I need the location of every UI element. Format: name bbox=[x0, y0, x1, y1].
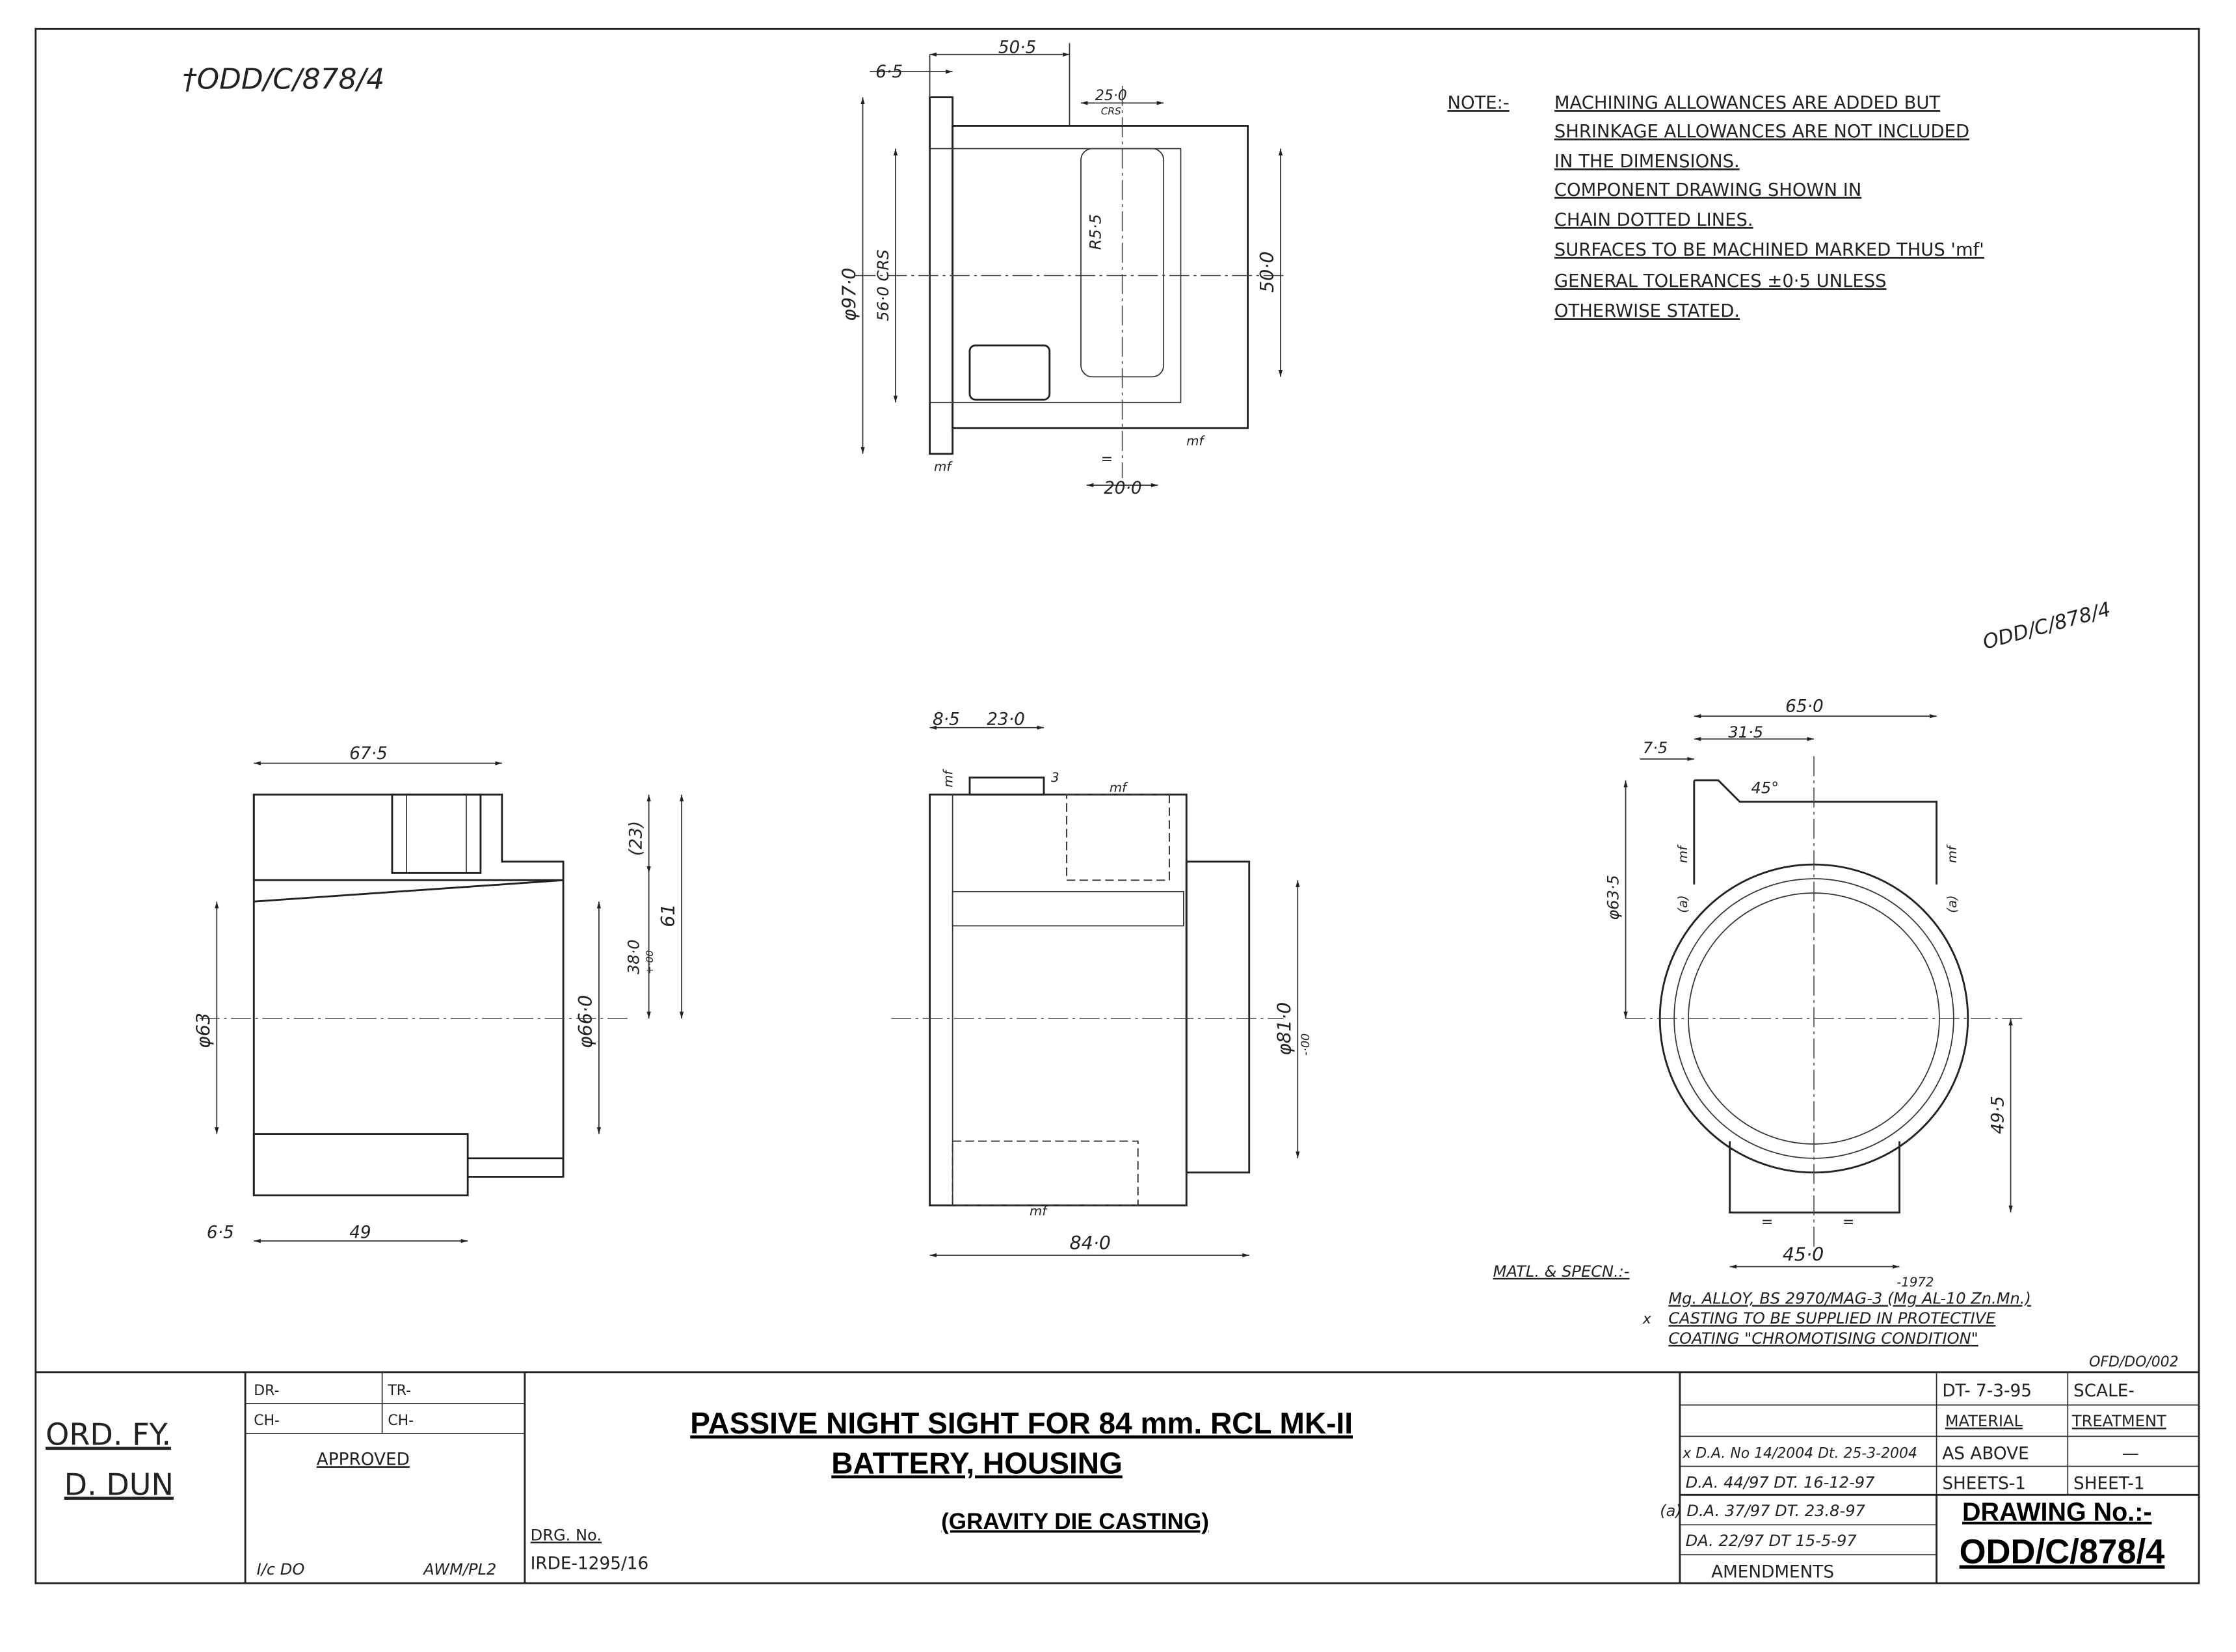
note-line: OTHERWISE STATED. bbox=[1554, 301, 1740, 321]
note-line: MACHINING ALLOWANCES ARE ADDED BUT bbox=[1554, 93, 1940, 113]
dim-6-5: 6·5 bbox=[875, 62, 903, 82]
mf-mark: mf bbox=[941, 769, 956, 788]
material-value: AS ABOVE bbox=[1942, 1445, 2029, 1464]
signature-right: AWM/PL2 bbox=[422, 1560, 496, 1579]
material-ref: OFD/DO/002 bbox=[2089, 1354, 2178, 1370]
material-label: MATL. & SPECN.:- bbox=[1493, 1262, 1630, 1281]
dim-dia-97: φ97·0 bbox=[839, 268, 860, 321]
top-view: 6·5 50·5 25·0 CRS R5·5 φ97·0 56·0 CRS 50… bbox=[839, 38, 1284, 498]
org-name: ORD. FY. bbox=[46, 1417, 171, 1452]
dim-r5-5: R5·5 bbox=[1087, 214, 1105, 250]
note-line: IN THE DIMENSIONS. bbox=[1554, 152, 1740, 172]
material-spec: MATL. & SPECN.:- -1972 Mg. ALLOY, BS 297… bbox=[1493, 1262, 2179, 1370]
amendment-row: DA. 22/97 DT 15-5-97 bbox=[1686, 1532, 1857, 1550]
dim-38-0: 38·0 bbox=[624, 939, 643, 974]
dim-38-tol: +·00 bbox=[644, 950, 656, 974]
dim-23: (23) bbox=[627, 821, 646, 856]
drawing-subtitle: BATTERY, HOUSING bbox=[831, 1446, 1123, 1480]
sheets-count: SHEETS-1 bbox=[1942, 1474, 2026, 1494]
title-block: ORD. FY. D. DUN DR- TR- CH- CH- APPROVED… bbox=[35, 1371, 2199, 1584]
drawing-no-label: DRAWING No.:- bbox=[1962, 1498, 2151, 1526]
dim-3: 3 bbox=[1051, 770, 1059, 785]
dim-84-0: 84·0 bbox=[1069, 1232, 1110, 1254]
note-line: COMPONENT DRAWING SHOWN IN bbox=[1554, 180, 1861, 200]
drg-no-value: IRDE-1295/16 bbox=[531, 1554, 649, 1573]
dim-20-0: 20·0 bbox=[1104, 479, 1142, 498]
checked-by: CH- bbox=[254, 1413, 280, 1429]
mf-mark: mf bbox=[1110, 780, 1128, 795]
drawing-process: (GRAVITY DIE CASTING) bbox=[941, 1509, 1209, 1534]
notes-block: NOTE:- MACHINING ALLOWANCES ARE ADDED BU… bbox=[1447, 93, 1984, 321]
sheet-number: SHEET-1 bbox=[2073, 1474, 2145, 1494]
amendment-row: x D.A. No 14/2004 Dt. 25-3-2004 bbox=[1682, 1445, 1917, 1461]
dim-8-5: 8·5 bbox=[933, 710, 960, 729]
treatment-value: — bbox=[2122, 1445, 2139, 1464]
scale-label: SCALE- bbox=[2073, 1381, 2135, 1401]
amendment-row: (a) D.A. 37/97 DT. 23.8-97 bbox=[1660, 1502, 1865, 1520]
drawing-ref-rotated: ODD/C/878/4 bbox=[1980, 598, 2113, 654]
front-view: 8·5 23·0 3 φ81·0 -·00 84·0 mf mf mf bbox=[891, 710, 1312, 1258]
drawing-title: PASSIVE NIGHT SIGHT FOR 84 mm. RCL MK-II bbox=[690, 1406, 1353, 1440]
dim-6-5: 6·5 bbox=[207, 1223, 234, 1243]
notes-label: NOTE:- bbox=[1447, 93, 1509, 113]
checked-by: CH- bbox=[388, 1413, 414, 1429]
dim-56-crs: 56·0 CRS bbox=[874, 250, 892, 321]
dim-31-5: 31·5 bbox=[1728, 723, 1763, 741]
amendment-row: D.A. 44/97 DT. 16-12-97 bbox=[1686, 1473, 1875, 1491]
dim-dia-63-5: φ63·5 bbox=[1604, 875, 1623, 920]
material-line1: Mg. ALLOY, BS 2970/MAG-3 (Mg AL-10 Zn.Mn… bbox=[1668, 1290, 2031, 1308]
material-year: -1972 bbox=[1897, 1275, 1934, 1290]
dim-dia-63: φ63 bbox=[193, 1013, 214, 1048]
dim-23-0: 23·0 bbox=[987, 710, 1025, 729]
material-mark: x bbox=[1642, 1311, 1652, 1327]
approved-label: APPROVED bbox=[317, 1450, 410, 1469]
mf-mark: mf bbox=[1030, 1204, 1048, 1219]
mf-mark: mf bbox=[1186, 434, 1205, 449]
amend-a-mark: (a) bbox=[1675, 895, 1690, 913]
mf-mark: mf bbox=[1675, 844, 1690, 863]
amendments-label: AMENDMENTS bbox=[1711, 1563, 1834, 1582]
treatment-header: TREATMENT bbox=[2071, 1412, 2166, 1430]
dim-dia-66: φ66·0 bbox=[575, 995, 596, 1048]
eq-mark: = bbox=[1101, 451, 1113, 468]
material-line2: CASTING TO BE SUPPLIED IN PROTECTIVE bbox=[1668, 1309, 1996, 1327]
end-view: 65·0 31·5 7·5 45° φ63·5 49·5 45·0 (a) (a… bbox=[1604, 697, 2025, 1269]
drg-no-label: DRG. No. bbox=[531, 1526, 602, 1544]
note-line: GENERAL TOLERANCES ±0·5 UNLESS bbox=[1554, 271, 1887, 291]
sheet-border bbox=[34, 27, 2200, 1584]
eq-mark: = bbox=[1761, 1214, 1773, 1231]
dim-49-5: 49·5 bbox=[1989, 1096, 2008, 1134]
org-location: D. DUN bbox=[64, 1467, 174, 1502]
material-line3: COATING "CHROMOTISING CONDITION" bbox=[1668, 1329, 1978, 1348]
material-header: MATERIAL bbox=[1945, 1412, 2023, 1430]
note-line: SURFACES TO BE MACHINED MARKED THUS 'mf' bbox=[1554, 240, 1984, 260]
dim-25-0: 25·0 bbox=[1095, 88, 1127, 104]
dim-65-0: 65·0 bbox=[1785, 697, 1824, 717]
mf-mark: mf bbox=[1945, 844, 1960, 863]
dim-50-0: 50·0 bbox=[1257, 251, 1278, 292]
dim-61: 61 bbox=[658, 903, 679, 927]
drawing-ref-top-left: †ODD/C/878/4 bbox=[183, 62, 384, 96]
dim-crs: CRS bbox=[1101, 105, 1121, 117]
eq-mark: = bbox=[1843, 1214, 1854, 1231]
dim-dia-81: φ81·0 bbox=[1273, 1002, 1295, 1056]
dim-81-tol: -·00 bbox=[1299, 1033, 1312, 1056]
dim-45-0: 45·0 bbox=[1783, 1244, 1824, 1266]
note-line: SHRINKAGE ALLOWANCES ARE NOT INCLUDED bbox=[1554, 122, 1969, 142]
date: DT- 7-3-95 bbox=[1942, 1381, 2032, 1401]
signature-left: I/c DO bbox=[257, 1560, 305, 1579]
dim-49: 49 bbox=[349, 1223, 371, 1243]
drawn-by: DR- bbox=[254, 1383, 279, 1399]
dim-7-5: 7·5 bbox=[1643, 739, 1668, 757]
dim-50-5: 50·5 bbox=[998, 38, 1037, 58]
drawing-no: ODD/C/878/4 bbox=[1960, 1533, 2165, 1571]
amend-a-mark: (a) bbox=[1945, 895, 1960, 913]
dim-67-5: 67·5 bbox=[349, 744, 388, 764]
mf-mark: mf bbox=[934, 459, 953, 474]
dim-45-deg: 45° bbox=[1751, 779, 1779, 797]
section-view: 67·5 (23) 61 38·0 +·00 φ66·0 φ63 6·5 49 bbox=[193, 744, 684, 1244]
note-line: CHAIN DOTTED LINES. bbox=[1554, 210, 1753, 230]
traced-by: TR- bbox=[387, 1383, 411, 1399]
